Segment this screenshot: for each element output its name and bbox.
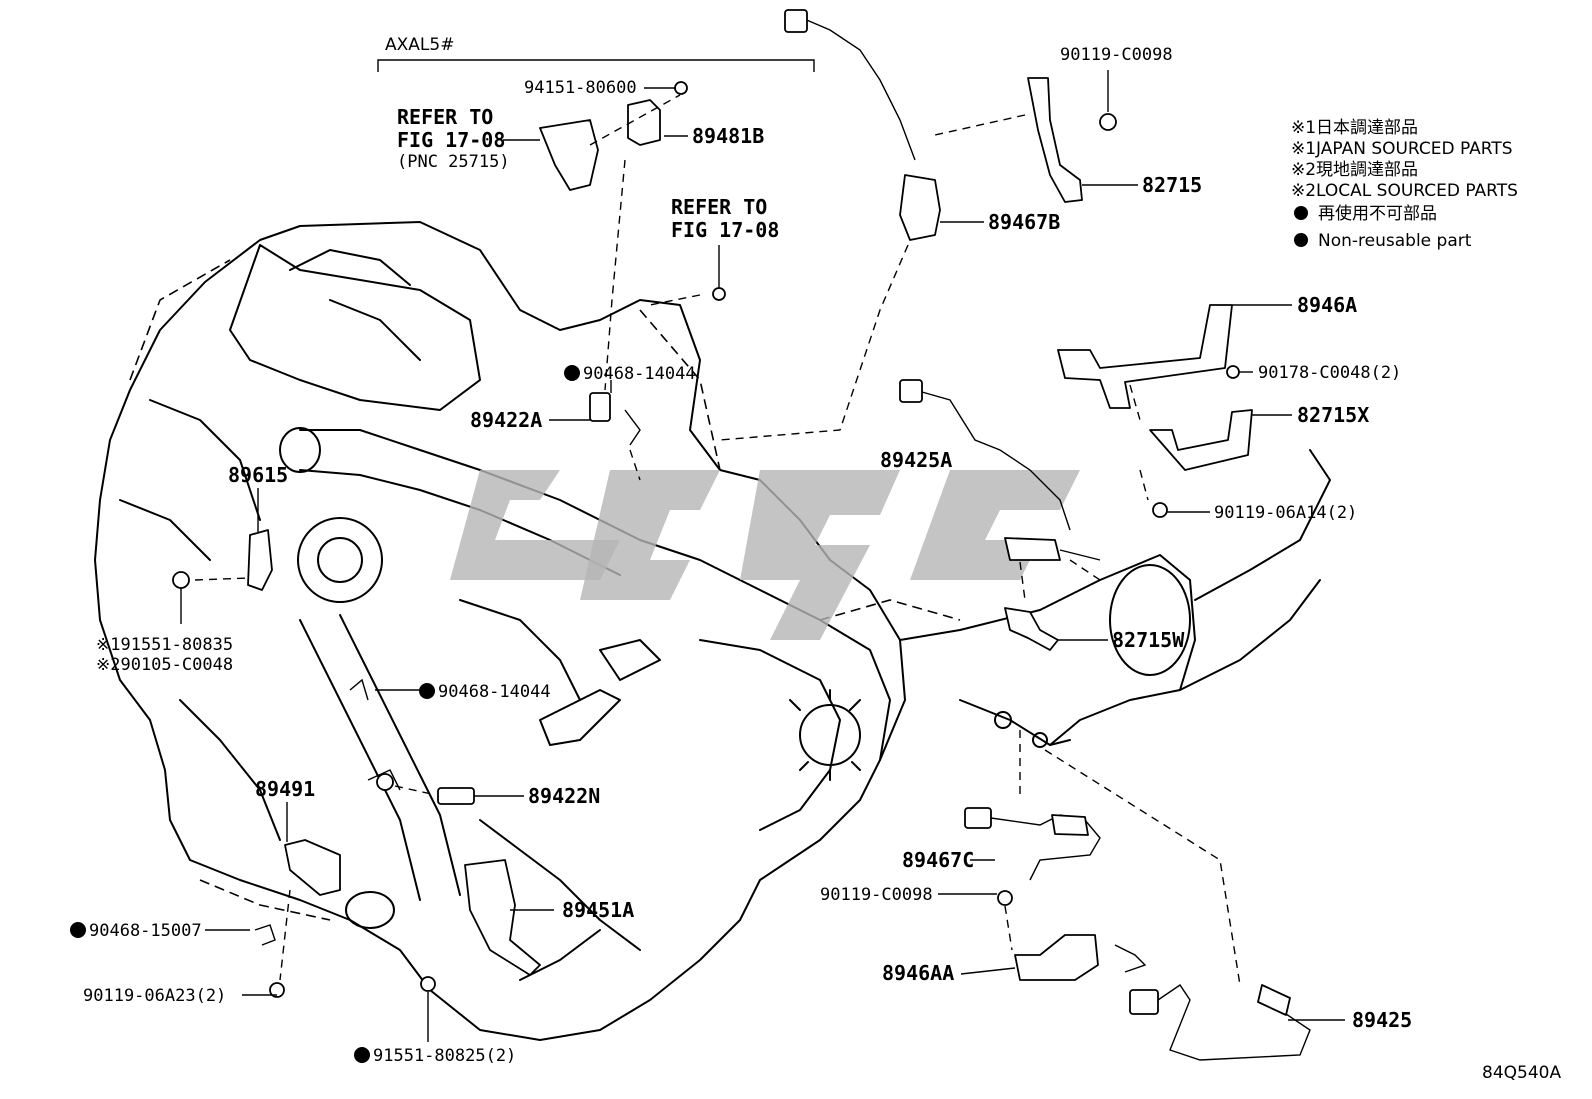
legend: ※1日本調達部品 ※1JAPAN SOURCED PARTS ※2現地調達部品 … bbox=[1291, 118, 1518, 251]
bracket-82715x-shape bbox=[1149, 409, 1253, 518]
watermark-logo bbox=[450, 470, 1080, 640]
switch-89451a-shape bbox=[420, 859, 541, 992]
refer-note-1-line3: (PNC 25715) bbox=[397, 152, 510, 172]
part-94151-80600-label: 94151-80600 bbox=[524, 78, 637, 98]
refer-note-2-line1: REFER TO bbox=[671, 195, 767, 219]
non-reusable-bullet-icon bbox=[1294, 206, 1308, 220]
refer-note-1-line2: FIG 17-08 bbox=[397, 128, 505, 152]
sensor-89467b-shape bbox=[784, 9, 941, 241]
legend-item-1: ※1日本調達部品 bbox=[1291, 118, 1418, 138]
legend-item-5: 再使用不可部品 bbox=[1318, 203, 1437, 224]
figure-id: 84Q540A bbox=[1482, 1063, 1561, 1083]
non-reusable-bullet-icon bbox=[564, 365, 580, 381]
bracket-82715-shape bbox=[1027, 77, 1117, 203]
leader-lines bbox=[180, 70, 1345, 1042]
part-90105-c0048-label: ※290105-C0048 bbox=[96, 655, 233, 675]
refer-note-2-line2: FIG 17-08 bbox=[671, 218, 779, 242]
part-89467c-label: 89467C bbox=[902, 848, 974, 872]
part-91551-80825-label: 91551-80825(2) bbox=[373, 1046, 516, 1066]
part-labels: 94151-80600 89481B 90119-C0098 82715 894… bbox=[70, 45, 1412, 1066]
legend-item-6: Non-reusable part bbox=[1318, 231, 1472, 251]
refer-note-1: REFER TO FIG 17-08 (PNC 25715) bbox=[397, 105, 540, 172]
part-89425-label: 89425 bbox=[1352, 1008, 1412, 1032]
non-reusable-bullet-icon bbox=[354, 1047, 370, 1063]
part-89481b-label: 89481B bbox=[692, 124, 764, 148]
group-label: AXAL5# bbox=[385, 35, 454, 55]
part-91551-80835-label: ※191551-80835 bbox=[96, 635, 233, 655]
non-reusable-bullet-icon bbox=[419, 683, 435, 699]
part-89422n-label: 89422N bbox=[528, 784, 600, 808]
part-82715w-label: 82715W bbox=[1112, 628, 1185, 652]
sensor-89425a-shape bbox=[899, 379, 1101, 561]
part-90119-c0098-top-label: 90119-C0098 bbox=[1060, 45, 1173, 65]
part-8946a-label: 8946A bbox=[1297, 293, 1357, 317]
part-89467b-label: 89467B bbox=[988, 210, 1060, 234]
part-89422a-label: 89422A bbox=[470, 408, 542, 432]
part-82715x-label: 82715X bbox=[1297, 403, 1369, 427]
legend-item-3: ※2現地調達部品 bbox=[1291, 160, 1418, 180]
non-reusable-bullet-icon bbox=[70, 922, 86, 938]
part-89491-label: 89491 bbox=[255, 777, 315, 801]
part-90178-c0048-label: 90178-C0048(2) bbox=[1258, 363, 1401, 383]
part-90468-14044-upper-label: 90468-14044 bbox=[583, 364, 696, 384]
sensor-89467c-shape bbox=[964, 807, 1101, 881]
part-90119-c0098-mid-label: 90119-C0098 bbox=[820, 885, 933, 905]
part-90468-15007-label: 90468-15007 bbox=[89, 921, 202, 941]
clip-82715w-shape bbox=[1004, 607, 1059, 651]
part-82715-label: 82715 bbox=[1142, 173, 1202, 197]
part-90119-06a14-label: 90119-06A14(2) bbox=[1214, 503, 1357, 523]
group-bracket: AXAL5# bbox=[377, 35, 815, 72]
sensor-89422a-shape bbox=[589, 392, 641, 446]
part-8946aa-label: 8946AA bbox=[882, 961, 954, 985]
non-reusable-bullet-icon bbox=[1294, 233, 1308, 247]
sensor-89615-shape bbox=[172, 529, 273, 591]
part-90119-06a23-label: 90119-06A23(2) bbox=[83, 986, 226, 1006]
part-90468-14044-lower-label: 90468-14044 bbox=[438, 682, 551, 702]
bracket-8946aa-shape bbox=[997, 890, 1147, 981]
part-89451a-label: 89451A bbox=[562, 898, 634, 922]
sensor-89491-shape bbox=[284, 839, 341, 896]
legend-item-2: ※1JAPAN SOURCED PARTS bbox=[1291, 139, 1513, 159]
bracket-8946a-shape bbox=[1057, 304, 1240, 409]
part-89615-label: 89615 bbox=[228, 463, 288, 487]
refer-note-1-line1: REFER TO bbox=[397, 105, 493, 129]
sensor-89422n-shape bbox=[376, 773, 475, 805]
part-89425a-label: 89425A bbox=[880, 448, 952, 472]
refer-note-2: REFER TO FIG 17-08 bbox=[671, 195, 779, 288]
sensor-89425-shape bbox=[1129, 984, 1311, 1061]
legend-item-4: ※2LOCAL SOURCED PARTS bbox=[1291, 181, 1518, 201]
